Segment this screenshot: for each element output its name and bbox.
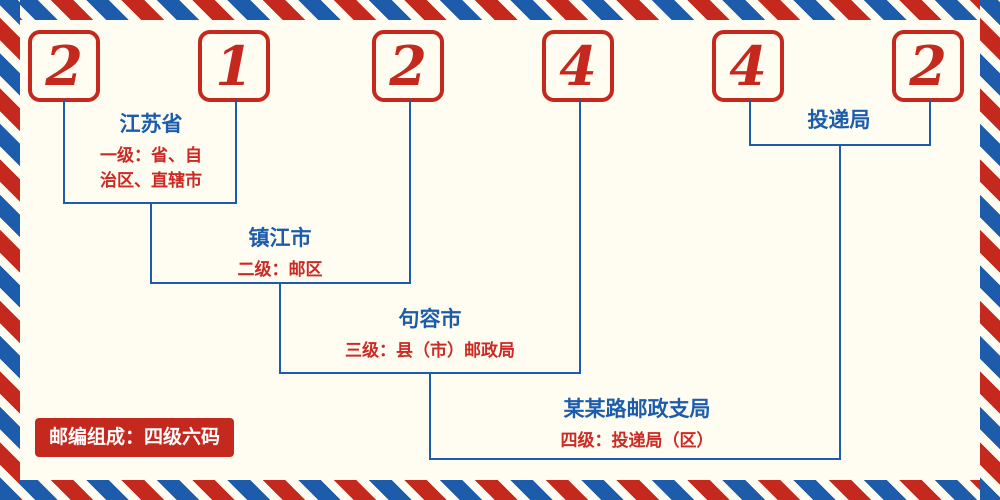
connector-line-l2-bottom <box>150 282 411 284</box>
composition-badge-text: 邮编组成：四级六码 <box>49 426 221 448</box>
level-4-desc: 四级：投递局（区） <box>560 431 714 452</box>
delivery-bureau-name: 投递局 <box>807 108 871 132</box>
airmail-border-top <box>0 0 1000 20</box>
level-2-label: 镇江市 二级：邮区 <box>180 226 380 283</box>
delivery-bureau-label: 投递局 <box>764 108 914 140</box>
connector-line-l4-bottom <box>429 458 841 460</box>
digit-box-2: 1 <box>198 30 270 102</box>
connector-line-l5-bottom <box>749 144 931 146</box>
connector-line-l5-right <box>929 100 931 146</box>
connector-line-l3-bottom <box>279 372 581 374</box>
connector-line-l2-right <box>409 100 411 284</box>
level-2-desc: 二级：邮区 <box>237 260 323 281</box>
airmail-border-right <box>980 0 1000 500</box>
digit-2: 1 <box>215 34 253 98</box>
connector-line-l5-left <box>749 100 751 146</box>
digit-box-5: 4 <box>712 30 784 102</box>
connector-line-l1-left <box>63 100 65 204</box>
digit-box-4: 4 <box>542 30 614 102</box>
digit-box-6: 2 <box>892 30 964 102</box>
connector-line-l4-right <box>839 146 841 460</box>
airmail-border-bottom <box>0 480 1000 500</box>
level-3-label: 句容市 三级：县（市）邮政局 <box>300 307 560 364</box>
digit-box-1: 2 <box>28 30 100 102</box>
level-4-label: 某某路邮政支局 四级：投递局（区） <box>487 397 787 454</box>
connector-line-l4-left <box>429 374 431 460</box>
level-3-desc: 三级：县（市）邮政局 <box>345 341 515 362</box>
connector-line-l2-left <box>150 204 152 284</box>
digit-1: 2 <box>45 34 83 98</box>
level-4-name: 某某路邮政支局 <box>563 397 711 421</box>
airmail-border-left <box>0 0 20 500</box>
digit-box-3: 2 <box>372 30 444 102</box>
digit-5: 4 <box>729 34 767 98</box>
level-2-name: 镇江市 <box>248 226 312 250</box>
connector-line-l3-left <box>279 284 281 374</box>
connector-line-l3-right <box>579 100 581 374</box>
digit-3: 2 <box>389 34 427 98</box>
digit-6: 2 <box>909 34 947 98</box>
level-1-name: 江苏省 <box>119 112 183 136</box>
level-1-desc: 一级：省、自 治区、直辖市 <box>100 146 202 191</box>
composition-badge: 邮编组成：四级六码 <box>35 418 235 457</box>
level-3-name: 句容市 <box>398 307 462 331</box>
digit-4: 4 <box>559 34 597 98</box>
connector-line-l1-right <box>235 100 237 204</box>
connector-line-l1-bottom <box>63 202 237 204</box>
level-1-label: 江苏省 一级：省、自 治区、直辖市 <box>61 112 241 193</box>
